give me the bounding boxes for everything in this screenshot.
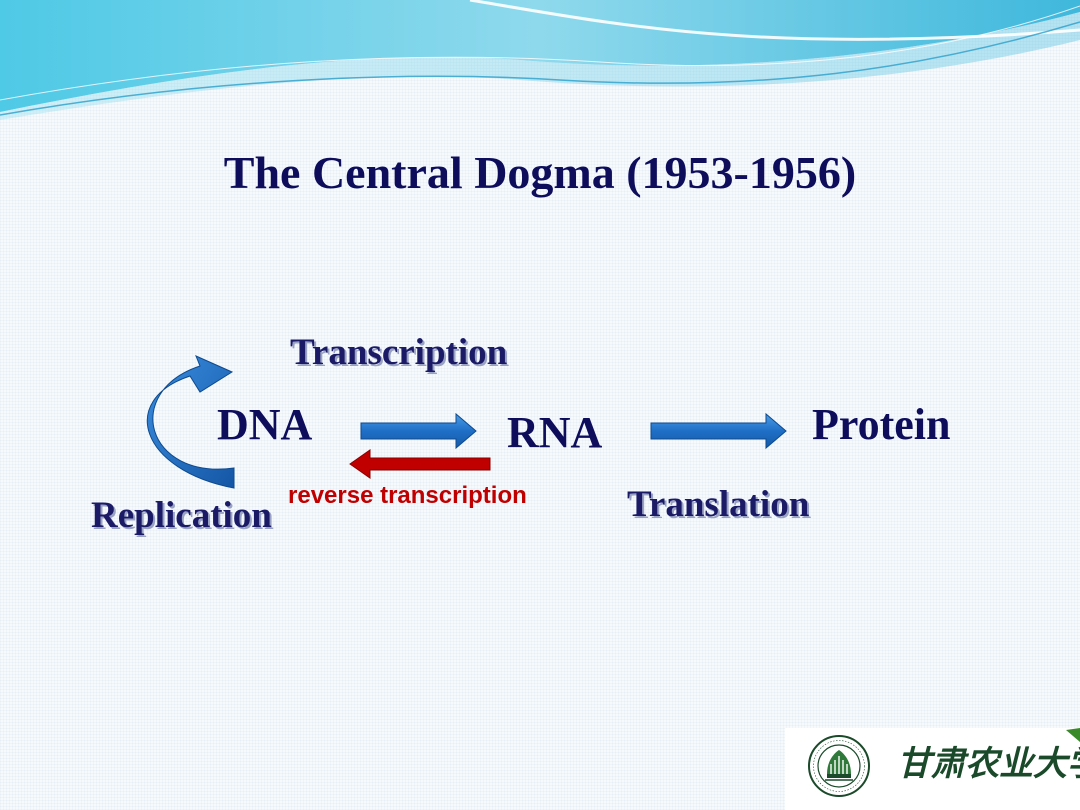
- reverse-transcription-arrow: [349, 449, 491, 479]
- transcription-arrow: [360, 412, 477, 450]
- reverse-transcription-label: reverse transcription: [288, 482, 527, 509]
- header-wave-decoration: [0, 0, 1080, 120]
- protein-node: Protein: [812, 400, 951, 449]
- university-name: 甘肃农业大学: [897, 744, 1080, 784]
- university-seal-icon: [808, 735, 870, 797]
- dna-node: DNA: [217, 400, 313, 449]
- logo-corner-accent: [1066, 728, 1080, 742]
- translation-label: Translation: [627, 484, 810, 525]
- translation-arrow: [650, 412, 787, 450]
- university-logo: 甘肃农业大学: [785, 728, 1080, 810]
- replication-label: Replication: [91, 495, 272, 536]
- transcription-label: Transcription: [290, 332, 508, 373]
- slide-title: The Central Dogma (1953-1956): [223, 147, 857, 198]
- rna-node: RNA: [507, 408, 603, 457]
